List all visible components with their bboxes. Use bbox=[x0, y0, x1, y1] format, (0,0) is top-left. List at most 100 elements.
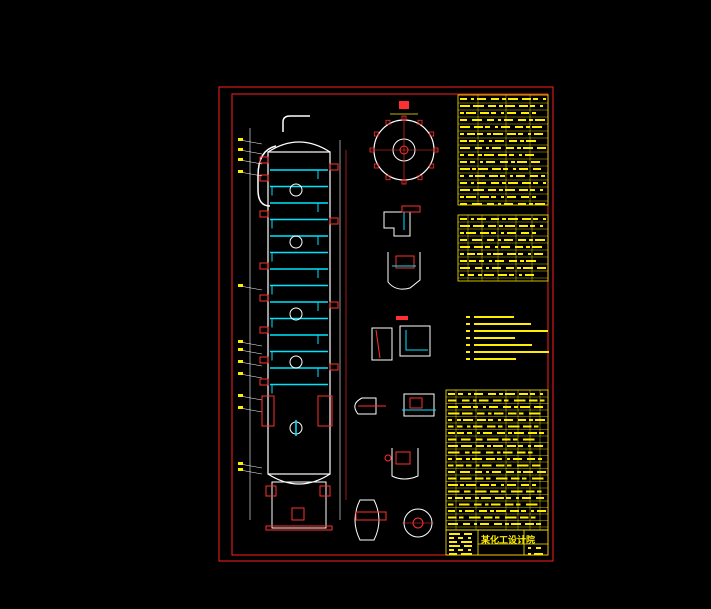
parts-table-entry bbox=[493, 445, 503, 447]
parts-table-entry bbox=[448, 458, 452, 460]
design-table-entry bbox=[529, 203, 533, 205]
design-table-entry bbox=[523, 147, 533, 149]
parts-table-entry bbox=[495, 497, 504, 499]
title-block-signatures bbox=[449, 549, 454, 551]
parts-table-entry bbox=[465, 451, 470, 454]
bottom-nozzle-right bbox=[317, 395, 333, 427]
design-table-entry bbox=[460, 203, 467, 205]
parts-table-entry bbox=[448, 438, 457, 441]
parts-table-entry bbox=[511, 523, 521, 525]
nozzle-table-entry bbox=[521, 232, 529, 234]
title-block-signatures bbox=[449, 537, 454, 539]
parts-table-entry bbox=[508, 412, 517, 415]
parts-table-entry bbox=[448, 497, 452, 499]
design-table-entry bbox=[517, 161, 527, 163]
design-table-entry bbox=[521, 196, 529, 198]
title-block-signatures bbox=[461, 541, 472, 543]
design-table-entry bbox=[460, 126, 470, 128]
nozzle-right bbox=[329, 363, 339, 371]
detail-5-flange bbox=[395, 451, 411, 465]
nozzle-table-entry bbox=[491, 218, 499, 220]
nozzle-table-entry bbox=[471, 218, 474, 220]
leader-tag bbox=[238, 340, 243, 343]
nozzle-table-entry bbox=[469, 260, 476, 262]
design-table-entry bbox=[460, 98, 467, 100]
parts-table-entry bbox=[466, 458, 470, 460]
detail-1-flange bbox=[401, 205, 421, 213]
parts-table-entry bbox=[537, 490, 542, 493]
design-table-entry bbox=[534, 133, 543, 135]
design-table-entry bbox=[480, 161, 483, 163]
design-table-entry bbox=[540, 189, 543, 191]
parts-table-entry bbox=[514, 399, 526, 402]
nozzle-table-entry bbox=[501, 232, 504, 234]
nozzle-table-entry bbox=[517, 267, 521, 269]
parts-table-entry bbox=[485, 503, 489, 506]
design-table-entry bbox=[488, 105, 496, 107]
nozzle-table-entry bbox=[486, 267, 489, 269]
parts-table-entry bbox=[448, 419, 452, 421]
parts-table-entry bbox=[487, 438, 499, 441]
design-table-entry bbox=[515, 126, 523, 128]
detail-3b-body bbox=[399, 325, 431, 357]
design-table-entry bbox=[530, 105, 535, 107]
note-number bbox=[466, 351, 470, 353]
plan-lug bbox=[401, 179, 407, 185]
note-number bbox=[466, 337, 470, 339]
note-line bbox=[474, 358, 516, 360]
design-table-entry bbox=[475, 147, 482, 149]
leader-line bbox=[239, 407, 263, 413]
title-block-signatures bbox=[461, 553, 472, 555]
nozzle-table-entry bbox=[501, 246, 510, 248]
parts-table-entry bbox=[523, 438, 535, 441]
parts-table-entry bbox=[521, 484, 529, 486]
note-number bbox=[466, 323, 470, 325]
parts-table-entry bbox=[461, 445, 472, 447]
parts-table-entry bbox=[497, 458, 502, 460]
parts-table-entry bbox=[528, 451, 533, 454]
leader-tag bbox=[238, 372, 243, 375]
nozzle-table-entry bbox=[537, 267, 546, 269]
nozzle-table-entry bbox=[487, 253, 491, 255]
nozzle-table-entry bbox=[485, 246, 490, 248]
parts-table-entry bbox=[474, 523, 477, 525]
design-table-entry bbox=[520, 140, 524, 142]
parts-table-entry bbox=[494, 412, 504, 415]
design-table-entry bbox=[472, 203, 482, 205]
nozzle-table-entry bbox=[473, 225, 484, 227]
parts-table-entry bbox=[516, 503, 521, 506]
leader-line bbox=[239, 463, 263, 469]
design-table-entry bbox=[533, 168, 541, 170]
note-line bbox=[474, 344, 532, 346]
design-table-entry bbox=[470, 161, 475, 163]
design-table-entry bbox=[526, 140, 536, 142]
nozzle-left bbox=[259, 156, 269, 164]
design-table-entry bbox=[489, 175, 498, 177]
parts-table-entry bbox=[459, 516, 464, 519]
design-table-entry bbox=[503, 168, 508, 170]
detail-4b-flange bbox=[409, 397, 423, 409]
design-table-entry bbox=[507, 112, 516, 114]
parts-table-entry bbox=[494, 523, 502, 525]
design-table-entry bbox=[488, 189, 496, 191]
nozzle-table-entry bbox=[509, 260, 517, 262]
design-table-entry bbox=[530, 189, 535, 191]
leader-line bbox=[239, 395, 263, 401]
manhole bbox=[289, 235, 303, 249]
design-table-entry bbox=[495, 140, 504, 142]
design-table-entry bbox=[492, 147, 501, 149]
design-table-entry bbox=[508, 182, 518, 184]
design-table-entry bbox=[507, 196, 516, 198]
parts-table-entry bbox=[496, 510, 506, 512]
parts-table-entry bbox=[539, 432, 544, 434]
nozzle-left bbox=[259, 210, 269, 218]
nozzle-table-entry bbox=[460, 260, 467, 262]
parts-table-entry bbox=[457, 419, 461, 421]
parts-table-entry bbox=[531, 510, 534, 512]
parts-table-entry bbox=[504, 419, 513, 421]
parts-table-entry bbox=[475, 477, 484, 480]
parts-table-entry bbox=[469, 516, 481, 519]
title-block-signatures bbox=[458, 537, 463, 539]
parts-table-entry bbox=[490, 490, 499, 493]
parts-table-entry bbox=[504, 399, 509, 402]
